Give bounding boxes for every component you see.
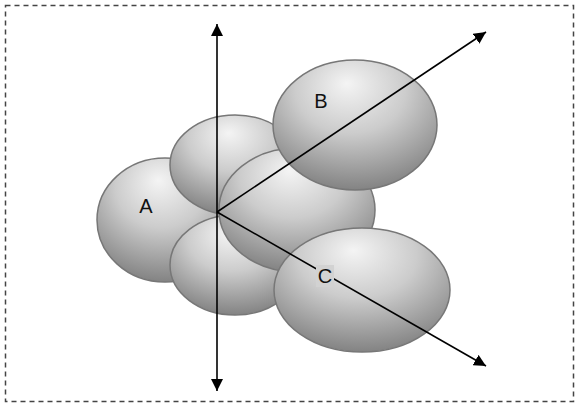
particle-outline <box>273 60 437 190</box>
particle-outline <box>274 228 450 352</box>
particle-label: B <box>314 90 327 112</box>
particle-node: C <box>272 226 452 354</box>
particle-node: B <box>271 58 439 192</box>
particle-outline <box>97 158 233 282</box>
axis-arrow <box>217 212 486 366</box>
particle-node: A <box>95 156 235 284</box>
particle-label: C <box>316 265 334 287</box>
particle-ellipse <box>271 58 439 192</box>
dashed-frame <box>6 6 574 402</box>
particle-label: A <box>139 195 152 217</box>
axis-arrow <box>217 32 486 212</box>
particle-ellipse <box>272 226 452 354</box>
particle-ellipse <box>95 156 235 284</box>
